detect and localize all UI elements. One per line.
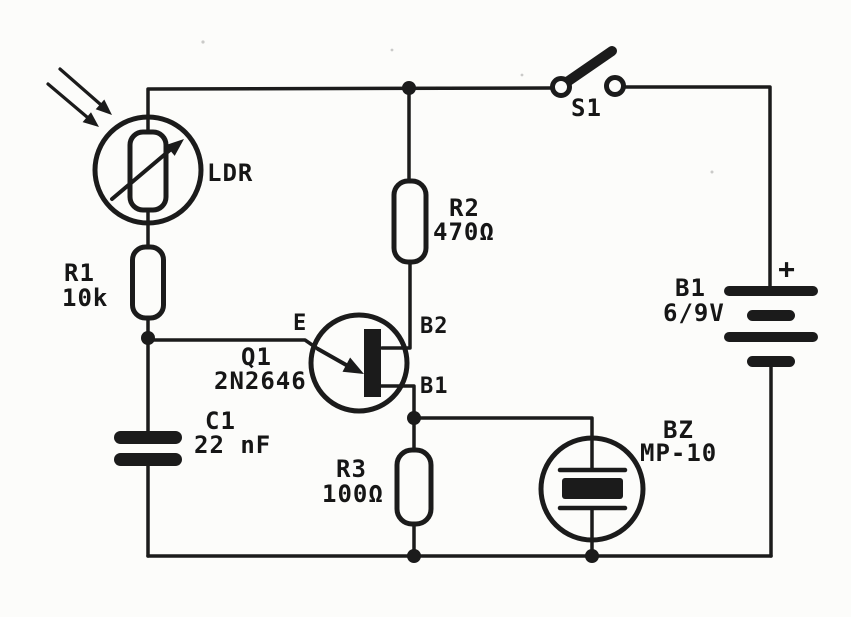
q1-pin-b1-label: B1 [420,374,449,399]
wire-b1-lead [379,384,416,422]
bz-value-label: MP-10 [640,439,717,467]
q1-pin-b2-label: B2 [420,314,449,339]
scan-speck [710,170,714,174]
buzzer-piezo-bar [562,478,623,499]
scan-speck [390,48,394,52]
q1-pin-e-label: E [293,311,307,336]
c1-name-label: C1 [205,407,236,435]
r3-name-label: R3 [336,455,367,483]
junction-dot [407,549,421,563]
scan-speck [520,73,524,77]
scan-speck [201,40,205,44]
battery-plate-long-1 [724,286,818,296]
junction-dot [141,331,155,345]
b1-plus-sign: + [778,252,796,285]
r3-value-label: 100Ω [322,480,384,508]
junction-dot [585,549,599,563]
r1-name-label: R1 [64,259,95,287]
switch-s1-terminal-left [550,76,572,98]
resistor-r3-body [394,447,434,527]
capacitor-c1-plate-bottom [114,453,182,466]
q1-name-label: Q1 [241,343,272,371]
r1-value-label: 10k [62,284,108,312]
switch-s1-terminal-right [604,75,626,97]
wire-junction-to-buzzer [412,416,594,472]
light-ray-arrow-2 [46,82,89,119]
ldr-label: LDR [207,159,253,187]
b1-name-label: B1 [675,274,706,302]
ldr-variability-arrowhead [165,139,184,156]
ujt-emitter-arrow-line [316,347,350,368]
r2-value-label: 470Ω [433,218,495,246]
bz-name-label: BZ [663,416,694,444]
capacitor-c1-plate-top [114,431,182,444]
wire-emitter [146,338,320,351]
ujt-emitter-arrowhead [342,357,364,374]
resistor-r1-body [130,244,166,321]
ujt-q1-circle [308,312,410,414]
r2-name-label: R2 [449,194,480,222]
resistor-r2-body [391,178,429,265]
wire-r2-to-b2 [380,260,412,350]
ujt-base-bar [364,329,381,397]
battery-plate-short-2 [747,356,795,367]
battery-plate-short-1 [747,310,795,321]
light-ray-arrow-1 [58,67,102,106]
q1-value-label: 2N2646 [214,367,307,395]
junction-dot [402,81,416,95]
wire-switch-to-battery [622,85,772,292]
battery-plate-long-2 [724,332,818,342]
c1-value-label: 22 nF [194,431,271,459]
switch-s1-lever [562,46,617,87]
light-ray-arrowhead-2 [82,112,99,127]
s1-label: S1 [571,94,602,122]
wire-top-left [146,86,554,134]
light-ray-arrowhead-1 [95,99,112,115]
junction-dot [407,411,421,425]
ldr-variability-arrow-line [110,148,172,201]
b1-value-label: 6/9V [663,299,725,327]
